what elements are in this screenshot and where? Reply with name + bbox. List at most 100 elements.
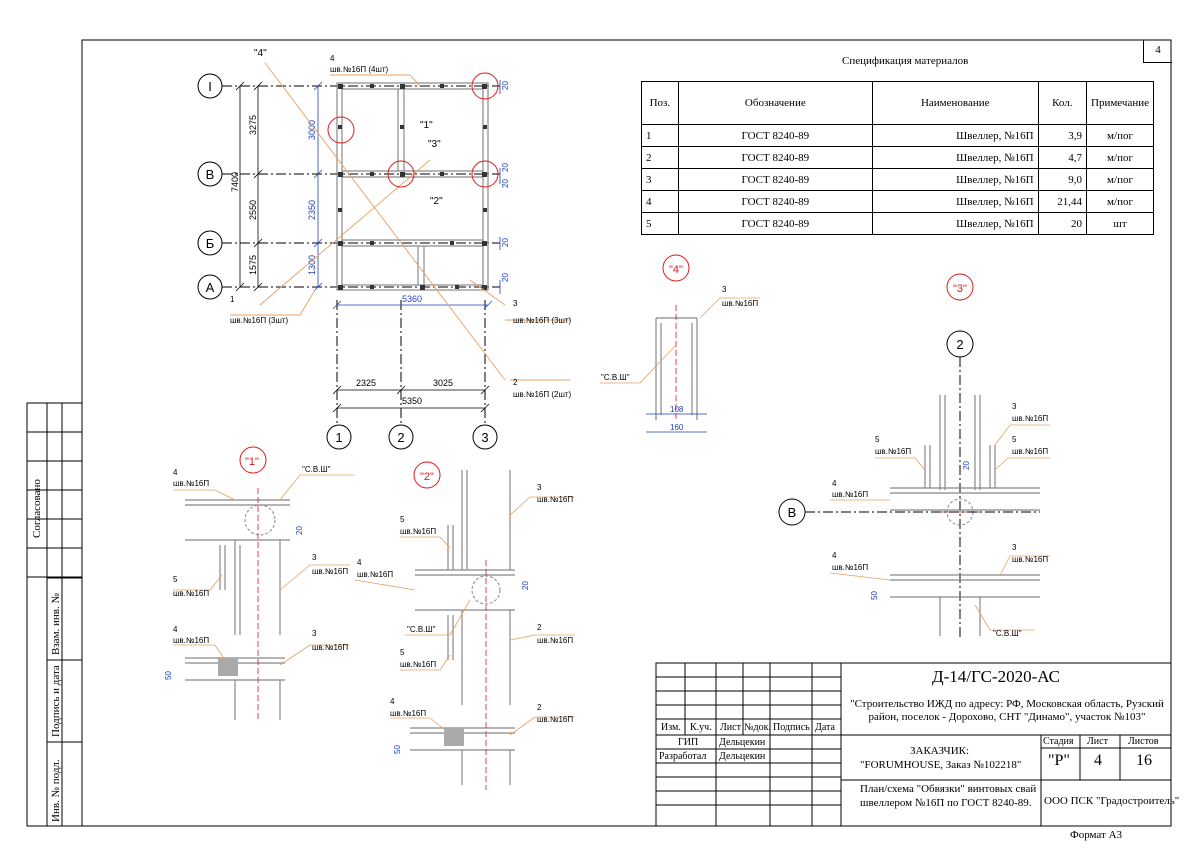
spec-title: Спецификация материалов [842,55,969,67]
dim-20-e: 20 [501,273,510,282]
channel-frame [336,82,489,291]
d2-dim-50: 50 [393,745,402,754]
spec-table: Поз. Обозначение Наименование Кол. Приме… [641,81,1154,235]
stamp-agreed: Согласовано [31,479,43,538]
d1-lbl-3a: шв.№16П [312,567,348,576]
d3-lbl-4a: шв.№16П [832,490,868,499]
callout-2: "2" [430,196,443,207]
d3-lbl-svsh: "С.В.Ш" [993,629,1022,638]
detail-3-axis-2-label: 2 [956,337,963,352]
axis-label-1: 1 [335,430,342,445]
spec-cell: 4 [641,190,679,213]
col-signature: Подпись [773,722,810,733]
table-row: 5 ГОСТ 8240-89 Швеллер, №16П 20 шт [641,212,1154,235]
dim-20-b: 20 [501,163,510,172]
d1-dim-20: 20 [295,526,304,535]
callout-1: "1" [420,120,433,131]
d2-lbl-svsh: "С.В.Ш" [407,625,436,634]
d2-lbl-3a-num: 3 [537,483,542,492]
d3-lbl-5a-num: 5 [875,435,880,444]
spec-cell: 21,44 [1037,190,1088,213]
axis-label-B: Б [206,236,215,251]
detail-4-title: "4" [669,264,683,276]
spec-h-qty: Кол. [1037,81,1088,125]
detail-3-title: "3" [953,283,967,295]
spec-cell: м/пог [1086,190,1154,213]
label-num-3: 3 [513,299,518,308]
dim-5350: 5350 [402,396,422,406]
spec-cell: м/пог [1086,168,1154,191]
d2-lbl-5a-num: 5 [400,515,405,524]
spec-cell: 2 [641,146,679,169]
inner-dims [313,80,501,310]
d3-lbl-3a: шв.№16П [1012,414,1048,423]
spec-cell: 3 [641,168,679,191]
sheets-label: Листов [1128,736,1159,747]
developer-label: Разработал [659,751,707,762]
table-row: 4 ГОСТ 8240-89 Швеллер, №16П 21,44 м/пог [641,190,1154,213]
foundation-plan: I В Б А 1 2 3 [197,48,572,450]
pile-markers [338,84,487,290]
spec-cell: шт [1086,212,1154,235]
d1-lbl-4a: шв.№16П [173,479,209,488]
col-date: Дата [815,722,835,733]
axis-label-2: 2 [397,430,404,445]
dim-7400: 7400 [230,172,240,192]
d1-dim-50: 50 [164,671,173,680]
d2-dim-20: 20 [521,581,530,590]
d2-lbl-2a: шв.№16П [537,636,573,645]
detail-3-axis-v-label: В [788,505,797,520]
d2-lbl-5b-num: 5 [400,648,405,657]
detail-2-title: "2" [420,471,434,483]
d3-lbl-5b-num: 5 [1012,435,1017,444]
col-list: Лист [720,722,741,733]
d1-lbl-3b: шв.№16П [312,643,348,652]
spec-cell: 3,9 [1037,124,1088,147]
axis-label-3: 3 [481,430,488,445]
spec-cell: 9,0 [1037,168,1088,191]
detail-4-shv: шв.№16П [722,299,758,308]
spec-h-designation: Обозначение [677,81,873,125]
detail-3-dim-20: 20 [962,461,971,470]
col-ndoc: №док. [744,722,771,733]
dim-2325: 2325 [356,378,376,388]
company-name: ООО ПСК "Градостроитель" [1044,795,1180,807]
drawing-title-2: швеллером №16П по ГОСТ 8240-89. [860,797,1032,809]
spec-cell: 20 [1037,212,1088,235]
d2-lbl-2a-num: 2 [537,623,542,632]
developer-name: Дельцекин [719,751,766,762]
d2-lbl-5a: шв.№16П [400,527,436,536]
axis-bubble-B [197,230,223,256]
label-text-2: шв.№16П (2шт) [513,390,572,399]
label-num-2: 2 [513,378,518,387]
label-text-4: шв.№16П (4шт) [330,65,389,74]
sheet-label: Лист [1087,736,1108,747]
label-text-1: шв.№16П (3шт) [230,316,289,325]
title-block-grid [655,662,1172,827]
spec-cell: м/пог [1086,146,1154,169]
d2-lbl-4a: шв.№16П [357,570,393,579]
dim-20-c: 20 [501,179,510,188]
col-izm: Изм. [661,722,681,733]
spec-cell: Швеллер, №16П [871,146,1039,169]
d2-lbl-5b: шв.№16П [400,660,436,669]
axis-bubble-3 [472,424,498,450]
detail-1-title: "1" [245,456,259,468]
plan-leaders [230,62,570,381]
d1-lbl-svsh: "С.В.Ш" [302,465,331,474]
d3-lbl-4b: шв.№16П [832,563,868,572]
d3-lbl-5a: шв.№16П [875,447,911,456]
callout-4: "4" [254,48,267,59]
d3-lbl-3b-num: 3 [1012,543,1017,552]
customer-label: ЗАКАЗЧИК: [910,745,970,757]
d1-lbl-4b-num: 4 [173,625,178,634]
stamp-signature-date: Подпись и дата [50,665,62,737]
dim-1575: 1575 [248,255,258,275]
axis-bubble-2 [388,424,414,450]
dim-5360: 5360 [402,294,422,304]
detail-4-num: 3 [722,285,727,294]
spec-cell: Швеллер, №16П [871,168,1039,191]
spec-h-name: Наименование [871,81,1039,125]
stage-label: Стадия [1043,736,1074,747]
axis-label-V: В [206,167,215,182]
